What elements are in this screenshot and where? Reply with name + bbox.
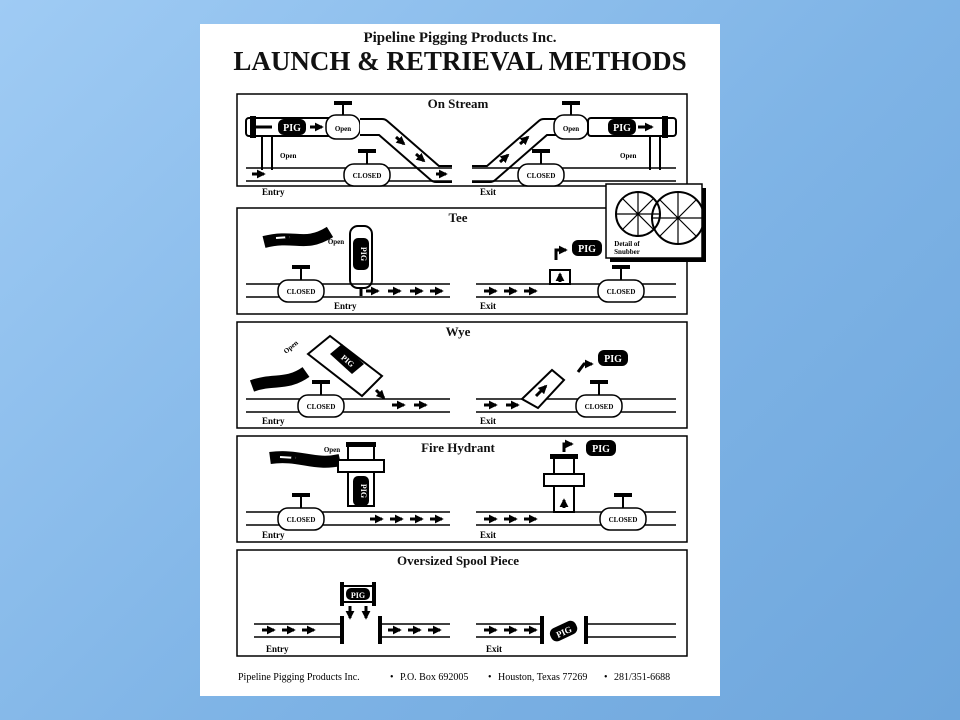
pig-icon: PIG xyxy=(549,620,578,642)
page-title: LAUNCH & RETRIEVAL METHODS xyxy=(233,46,686,76)
panel-wye: Wye Open PIG CLOSED Entry PIG xyxy=(236,321,688,429)
closed-label: CLOSED xyxy=(307,403,336,411)
closed-label: CLOSED xyxy=(527,172,556,180)
closed-label: CLOSED xyxy=(585,403,614,411)
open-label: Open xyxy=(280,152,296,160)
closed-label: CLOSED xyxy=(287,288,316,296)
open-label: Open xyxy=(328,238,344,246)
pig-label: PIG xyxy=(283,123,301,134)
closed-label: CLOSED xyxy=(609,516,638,524)
closed-valve-icon xyxy=(343,149,391,187)
diagram-sheet: Pipeline Pigging Products Inc. LAUNCH & … xyxy=(200,24,720,696)
exit-label: Exit xyxy=(486,644,502,654)
snubber-caption-1: Detail of xyxy=(614,240,640,248)
pig-label: PIG xyxy=(351,591,365,600)
hydrant-receiver xyxy=(543,454,585,513)
entry-label: Entry xyxy=(262,416,285,426)
panel-on-stream: On Stream PIG Open Open xyxy=(236,93,688,197)
panel-title-oversized-spool: Oversized Spool Piece xyxy=(397,553,519,568)
pig-icon: PIG xyxy=(608,119,636,135)
closed-valve-icon xyxy=(277,265,325,303)
pig-icon: PIG xyxy=(346,588,370,600)
footer: Pipeline Pigging Products Inc. • P.O. Bo… xyxy=(238,672,670,683)
pig-icon: PIG xyxy=(278,119,306,135)
footer-separator: • xyxy=(390,672,394,683)
snubber-caption-2: Snubber xyxy=(614,248,640,256)
closed-label: CLOSED xyxy=(607,288,636,296)
closed-label: CLOSED xyxy=(287,516,316,524)
closed-valve-icon xyxy=(297,380,345,418)
pig-label: PIG xyxy=(604,354,622,365)
entry-label: Entry xyxy=(262,187,285,197)
snubber-detail-inset: Detail of Snubber xyxy=(605,183,706,262)
hose-icon xyxy=(262,226,334,248)
footer-company: Pipeline Pigging Products Inc. xyxy=(238,672,360,683)
closed-valve-icon xyxy=(597,265,645,303)
exit-label: Exit xyxy=(480,301,496,311)
pig-icon: PIG xyxy=(586,440,616,456)
closed-valve-icon xyxy=(575,380,623,418)
open-label: Open xyxy=(282,339,300,356)
exit-label: Exit xyxy=(480,416,496,426)
flow-arrow xyxy=(576,359,594,373)
footer-city: Houston, Texas 77269 xyxy=(498,672,587,683)
open-label: Open xyxy=(335,125,351,133)
exit-label: Exit xyxy=(480,530,496,540)
pig-label: PIG xyxy=(613,123,631,134)
open-label: Open xyxy=(563,125,579,133)
pig-label: PIG xyxy=(359,247,368,261)
footer-box: P.O. Box 692005 xyxy=(400,672,468,683)
pig-icon: PIG xyxy=(330,344,364,374)
company-name: Pipeline Pigging Products Inc. xyxy=(363,30,556,46)
open-label: Open xyxy=(324,446,340,454)
open-label: Open xyxy=(620,152,636,160)
exit-label: Exit xyxy=(480,187,496,197)
pig-icon: PIG xyxy=(598,350,628,366)
hose-icon xyxy=(249,366,310,392)
flow-arrow xyxy=(562,439,574,452)
flow-arrow xyxy=(395,135,406,146)
valve-icon xyxy=(553,101,589,140)
closed-valve-icon xyxy=(517,149,565,187)
diagram-canvas: Pipeline Pigging Products Inc. LAUNCH & … xyxy=(233,30,706,683)
hose-icon xyxy=(269,451,342,468)
flow-arrow xyxy=(499,153,510,164)
pig-label: PIG xyxy=(592,444,610,455)
entry-label: Entry xyxy=(262,530,285,540)
pig-icon: PIG xyxy=(353,238,369,270)
panel-title-on-stream: On Stream xyxy=(428,96,489,111)
flow-arrow xyxy=(415,152,426,163)
closed-valve-icon xyxy=(277,493,325,531)
flow-arrow xyxy=(519,135,530,146)
footer-separator: • xyxy=(488,672,492,683)
panel-tee: Tee Open PIG CLOSED Entry xyxy=(236,207,688,315)
valve-icon xyxy=(325,101,361,140)
footer-phone: 281/351-6688 xyxy=(614,672,670,683)
panel-oversized-spool: Oversized Spool Piece PIG Entry xyxy=(236,549,688,657)
pig-icon: PIG xyxy=(572,240,602,256)
closed-label: CLOSED xyxy=(353,172,382,180)
flow-arrow xyxy=(554,245,568,260)
entry-label: Entry xyxy=(334,301,357,311)
panel-title-tee: Tee xyxy=(448,210,467,225)
footer-separator: • xyxy=(604,672,608,683)
pig-icon: PIG xyxy=(353,476,369,506)
panel-title-wye: Wye xyxy=(446,324,471,339)
panel-fire-hydrant: Fire Hydrant Open PIG CLOSED Entry xyxy=(236,435,688,543)
closed-valve-icon xyxy=(599,493,647,531)
flow-arrow xyxy=(374,388,386,400)
pig-label: PIG xyxy=(359,484,368,498)
panel-title-fire-hydrant: Fire Hydrant xyxy=(421,440,495,455)
pig-label: PIG xyxy=(578,244,596,255)
entry-label: Entry xyxy=(266,644,289,654)
